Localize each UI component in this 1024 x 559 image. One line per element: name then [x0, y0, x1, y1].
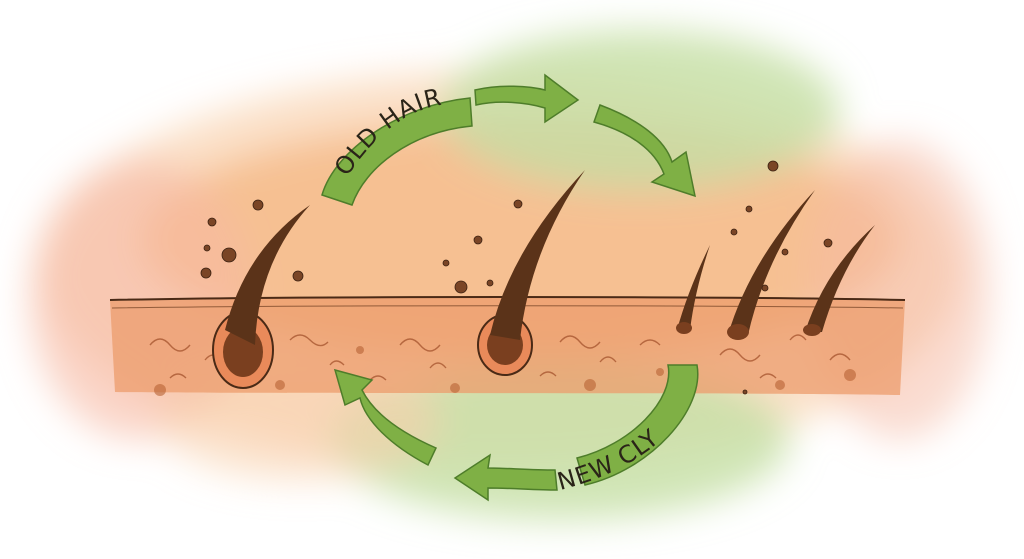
- watercolor-background: [30, 30, 990, 520]
- cycle-arrows-icon: [321, 73, 699, 502]
- follicle-new-right: [803, 225, 875, 336]
- follicle-new-small: [676, 245, 710, 334]
- follicle-old: [212, 205, 310, 389]
- scalp-particles: [200, 160, 833, 395]
- follicle-new-large: [727, 190, 815, 340]
- follicle-middle: [477, 170, 585, 376]
